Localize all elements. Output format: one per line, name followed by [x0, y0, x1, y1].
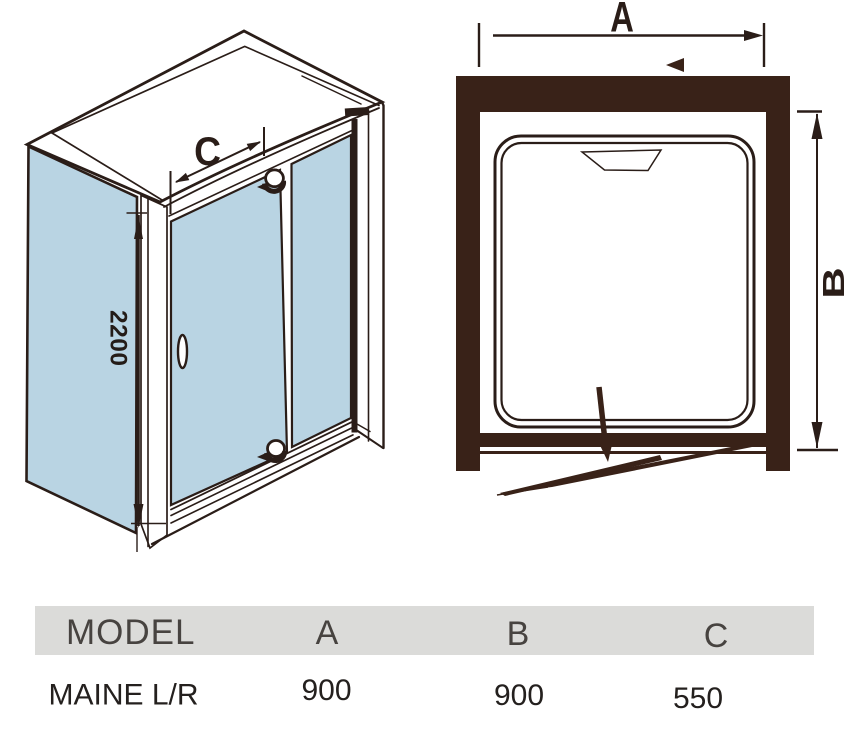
svg-text:MODEL: MODEL: [66, 613, 195, 652]
svg-text:C: C: [194, 130, 221, 175]
svg-text:B: B: [816, 267, 851, 298]
svg-text:A: A: [316, 614, 339, 652]
svg-text:900: 900: [494, 679, 544, 712]
svg-text:MAINE L/R: MAINE L/R: [49, 679, 199, 712]
svg-text:A: A: [610, 0, 634, 42]
svg-text:550: 550: [673, 682, 723, 715]
svg-text:C: C: [704, 617, 729, 655]
svg-text:B: B: [507, 615, 530, 653]
svg-text:900: 900: [301, 674, 351, 707]
svg-text:2200: 2200: [105, 310, 132, 367]
